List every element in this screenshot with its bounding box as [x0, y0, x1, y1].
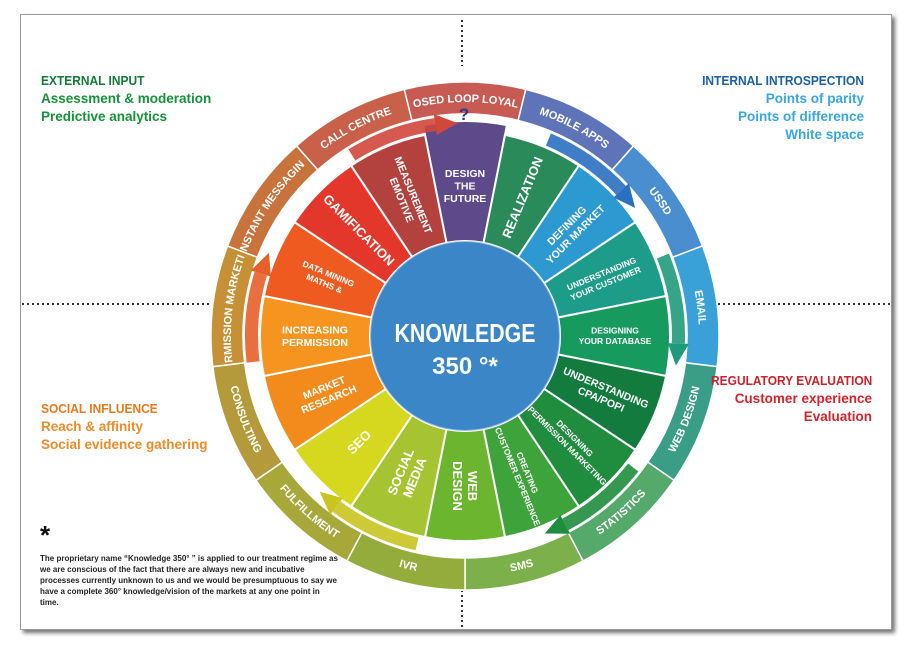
footnote-text: The proprietary name “Knowledge 350° ” i…: [40, 554, 338, 607]
outer-ring-label: EMAIL: [692, 289, 708, 325]
cycle-arrow: [245, 271, 268, 363]
center-subtitle: 350 °*: [432, 353, 498, 380]
inner-segment-label: INCREASING: [282, 324, 348, 336]
inner-segment-label: FUTURE: [444, 193, 487, 205]
cycle-arrow-head: [613, 183, 636, 208]
internal-introspection-heading: INTERNAL INTROSPECTION: [702, 73, 864, 88]
center-title: KNOWLEDGE: [395, 319, 536, 349]
internal-introspection-line: Points of difference: [737, 109, 864, 124]
inner-segment-label: PERMISSION: [282, 337, 348, 349]
regulatory-evaluation-line: Evaluation: [803, 409, 872, 424]
cycle-arrow: [656, 253, 685, 344]
internal-introspection-line: Points of parity: [765, 91, 864, 106]
inner-segment-label: DESIGN: [450, 461, 465, 511]
external-input-line: Predictive analytics: [41, 109, 168, 124]
inner-segment-label: DESIGN: [445, 168, 485, 180]
question-mark: ?: [459, 105, 469, 124]
inner-segment-label: DESIGNING: [591, 326, 639, 336]
cycle-arrow-head: [433, 114, 458, 135]
internal-introspection-block: INTERNAL INTROSPECTION Points of parity …: [688, 72, 864, 144]
social-influence-line: Reach & affinity: [41, 419, 144, 434]
social-influence-block: SOCIAL INFLUENCE Reach & affinity Social…: [41, 400, 208, 454]
regulatory-evaluation-heading: REGULATORY EVALUATION: [710, 373, 872, 388]
outer-ring-label: SMS: [509, 557, 535, 574]
internal-introspection-line: White space: [785, 127, 864, 142]
cycle-arrow-head: [667, 343, 689, 366]
inner-segment-label: WEB: [465, 471, 480, 501]
social-influence-heading: SOCIAL INFLUENCE: [41, 401, 158, 416]
outer-ring-label: PERMISSION MARKETING: [0, 0, 248, 363]
inner-segment-label: YOUR DATABASE: [579, 336, 652, 346]
social-influence-line: Social evidence gathering: [41, 437, 208, 452]
asterisk-mark: *: [40, 520, 51, 550]
outer-ring-segment: [295, 88, 413, 171]
outer-ring-label: IVR: [398, 558, 419, 574]
external-input-block: EXTERNAL INPUT Assessment & moderation P…: [41, 72, 211, 126]
cycle-arrow-head: [250, 252, 271, 277]
regulatory-evaluation-line: Customer experience: [734, 391, 872, 406]
cycle-arrow-head: [319, 491, 343, 515]
cycle-arrow-head: [544, 515, 571, 534]
cycle-arrow: [562, 463, 639, 531]
center-circle: [370, 241, 560, 431]
regulatory-evaluation-block: REGULATORY EVALUATION Customer experienc…: [697, 372, 872, 426]
inner-segment-label: THE: [455, 181, 476, 193]
external-input-line: Assessment & moderation: [41, 91, 212, 106]
cycle-arrow: [545, 133, 626, 195]
cycle-arrow: [348, 118, 437, 161]
cycle-arrows: [245, 114, 689, 551]
external-input-heading: EXTERNAL INPUT: [41, 73, 145, 88]
center-hub: KNOWLEDGE 350 °*: [369, 240, 561, 432]
cycle-arrow: [332, 501, 419, 551]
